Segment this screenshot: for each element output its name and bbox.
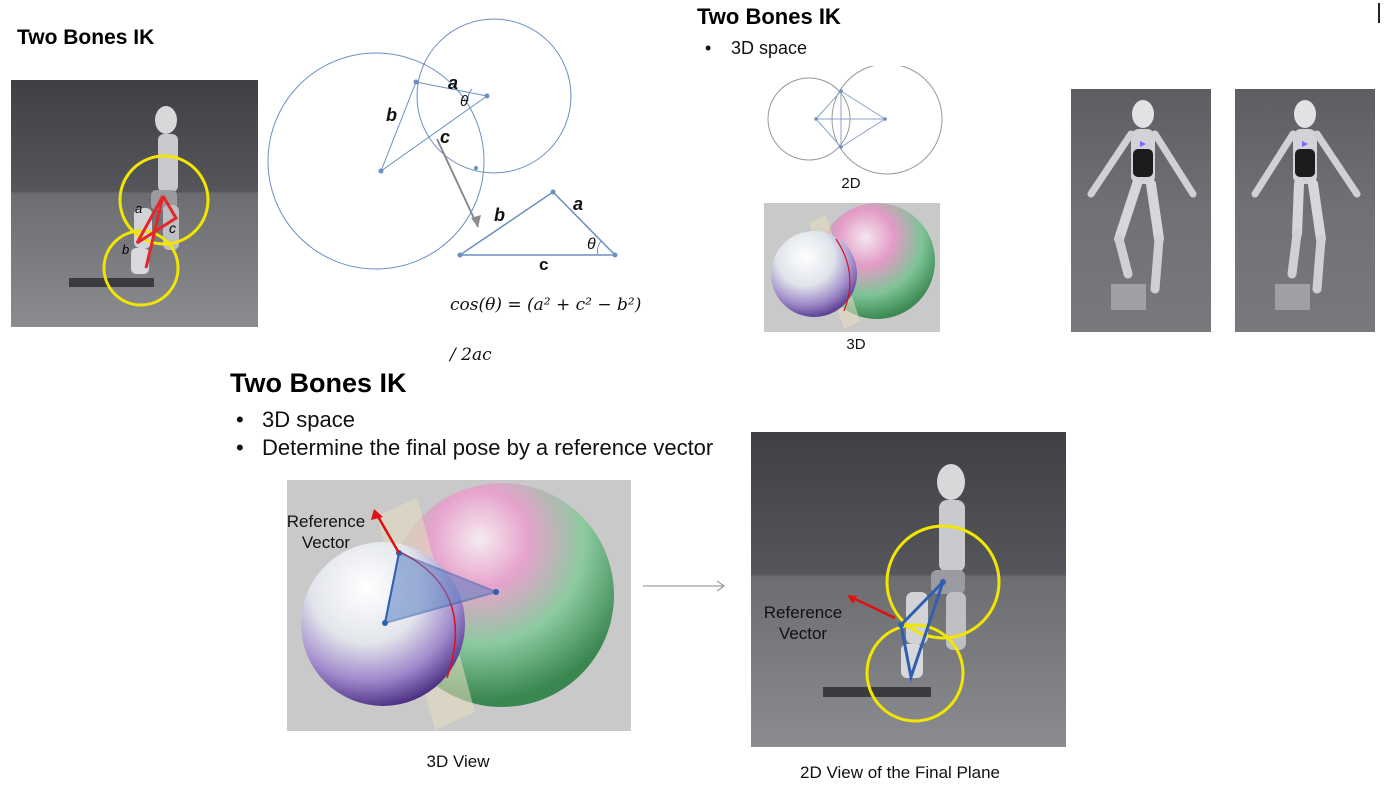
diagram-label-c: c [440, 127, 451, 147]
character-photo-right [1235, 89, 1375, 332]
triangle-label-theta: θ [587, 236, 596, 253]
reference-vector-label-3d: Reference Vector [286, 512, 366, 552]
triangle-label-a: a [573, 194, 584, 214]
law-of-cosines-formula: cos(θ) = (a² + c² − b²) / 2ac [450, 280, 650, 365]
diagram-label-b: b [386, 105, 397, 125]
reference-vector-label-2d: Reference Vector [763, 603, 843, 643]
character-ik-illustration [69, 106, 210, 307]
diagram-label-theta: θ [460, 93, 469, 110]
slide-title-top-right: Two Bones IK [697, 4, 841, 29]
caption-3d-view: 3D View [426, 752, 490, 771]
spheres-3d-view-image [287, 480, 631, 731]
character-final-plane-image [751, 432, 1066, 747]
triangle-label-c: c [539, 255, 549, 274]
character-scene-image: a b c [11, 80, 258, 327]
diagram-label-a: a [448, 73, 459, 93]
cursor-marker [1378, 3, 1380, 23]
formula-text: cos(θ) = (a² + c² − b²) / 2ac [450, 295, 642, 365]
bullet-text: 3D space [731, 38, 808, 58]
caption-3d: 3D [846, 336, 866, 353]
triangle-label-b: b [494, 205, 505, 225]
two-circles-2d-diagram [767, 66, 943, 175]
caption-2d: 2D [841, 175, 861, 192]
triangle-diagram [457, 189, 618, 258]
slide-title-bottom: Two Bones IK [230, 368, 407, 398]
caption-2d-view-final-plane: 2D View of the Final Plane [799, 763, 1001, 782]
bullet-item: • 3D space [236, 407, 355, 432]
bullet-item: • Determine the final pose by a referenc… [236, 435, 714, 460]
slide-title-top-left: Two Bones IK [17, 26, 155, 49]
bullet-text: Determine the final pose by a reference … [262, 435, 714, 460]
bullet-text: 3D space [262, 407, 355, 432]
character-photo-left [1071, 89, 1211, 332]
spheres-3d-image [764, 203, 940, 332]
right-arrow [643, 580, 725, 592]
scene-label-a: a [135, 201, 143, 216]
bullet-item: • 3D space [705, 38, 808, 58]
two-circle-diagram [267, 18, 572, 270]
scene-label-b: b [122, 242, 130, 257]
scene-label-c: c [169, 220, 176, 236]
